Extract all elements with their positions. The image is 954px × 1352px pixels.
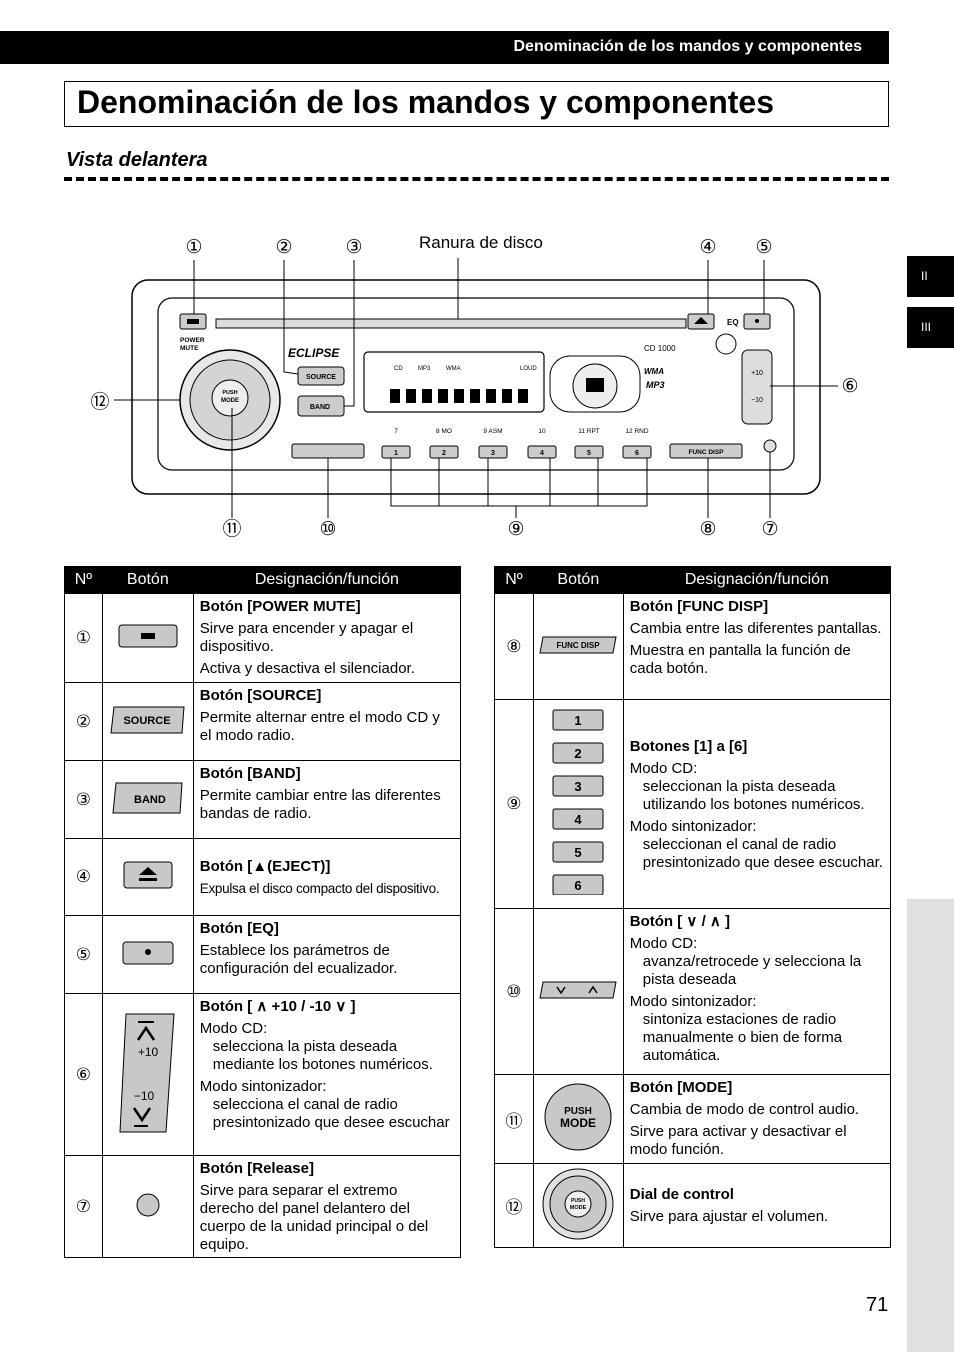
svg-text:FUNC DISP: FUNC DISP — [557, 641, 601, 650]
svg-text:MODE: MODE — [560, 1116, 596, 1130]
callout-1: ① — [185, 237, 202, 258]
svg-text:MODE: MODE — [570, 1205, 587, 1211]
svg-text:6: 6 — [575, 878, 582, 893]
callout-4: ④ — [699, 237, 716, 258]
svg-text:12 RND: 12 RND — [625, 428, 648, 435]
svg-text:1: 1 — [394, 450, 398, 457]
header-desc: Designación/función — [622, 566, 892, 594]
svg-text:SOURCE: SOURCE — [306, 374, 336, 381]
source-button-icon: SOURCE — [110, 706, 185, 733]
svg-text:MODE: MODE — [221, 398, 239, 404]
table-row: ① Botón [POWER MUTE]Sirve para encender … — [64, 593, 462, 683]
svg-text:5: 5 — [575, 845, 582, 860]
left-spec-table: Nº Botón Designación/función ① Botón [PO… — [64, 566, 462, 1258]
svg-text:WMA: WMA — [644, 367, 664, 376]
svg-text:+10: +10 — [751, 370, 763, 377]
table-row: ⑤ Botón [EQ]Establece los parámetros de … — [64, 915, 462, 994]
svg-text:9 ASM: 9 ASM — [483, 428, 502, 435]
svg-text:BAND: BAND — [134, 794, 166, 806]
svg-text:PUSH: PUSH — [222, 390, 237, 396]
disc-slot-label: Ranura de disco — [419, 233, 543, 252]
seek-button-icon — [539, 981, 617, 998]
svg-text:WMA: WMA — [446, 366, 461, 372]
preset-buttons-icon: 1 2 3 4 5 6 — [552, 709, 604, 896]
svg-text:POWER: POWER — [180, 337, 205, 344]
svg-text:EQ: EQ — [727, 318, 739, 327]
right-spec-table: Nº Botón Designación/función ⑧ FUNC DISP… — [494, 566, 892, 1248]
svg-text:LOUD: LOUD — [520, 366, 537, 372]
callout-6: ⑥ — [841, 376, 858, 397]
svg-text:+10: +10 — [138, 1045, 159, 1059]
side-margin-bar — [907, 899, 954, 1352]
header-num: Nº — [64, 566, 103, 594]
svg-text:8 MO: 8 MO — [436, 428, 452, 435]
callout-12: ⑫ — [90, 391, 109, 413]
svg-text:SOURCE: SOURCE — [123, 715, 170, 727]
svg-text:BAND: BAND — [310, 404, 330, 411]
svg-text:MP3: MP3 — [418, 366, 431, 372]
table-row: ④ Botón [▲(EJECT)]Expulsa el disco compa… — [64, 838, 462, 916]
side-tab-ii[interactable]: II — [907, 256, 954, 297]
header-num: Nº — [494, 566, 534, 594]
svg-text:CD 1000: CD 1000 — [644, 344, 676, 353]
svg-text:2: 2 — [575, 746, 582, 761]
callout-7: ⑦ — [761, 519, 778, 540]
callout-2: ② — [275, 237, 292, 258]
callout-10: ⑩ — [319, 519, 336, 540]
func-disp-button-icon: FUNC DISP — [539, 636, 617, 653]
svg-text:ECLIPSE: ECLIPSE — [288, 346, 340, 360]
release-button-icon — [136, 1193, 160, 1216]
table-row: ③ BAND Botón [BAND]Permite cambiar entre… — [64, 760, 462, 839]
table-row: ⑩ Botón [ ∨ / ∧ ]Modo CD:avanza/retroced… — [494, 908, 892, 1075]
plus-minus-10-rocker-icon: +10 −10 — [119, 1013, 175, 1132]
svg-text:5: 5 — [587, 450, 591, 457]
svg-text:MUTE: MUTE — [180, 345, 199, 352]
page-title: Denominación de los mandos y componentes — [64, 81, 889, 127]
side-tab-iii[interactable]: III — [907, 307, 954, 348]
table-row: ⑦ Botón [Release]Sirve para separar el e… — [64, 1155, 462, 1258]
svg-text:−10: −10 — [134, 1089, 155, 1103]
callout-5: ⑤ — [755, 237, 772, 258]
table-row: ⑥ +10−10 Botón [ ∧ +10 / -10 ∨ ]Modo CD:… — [64, 993, 462, 1156]
callout-9: ⑨ — [507, 519, 524, 540]
svg-text:CD: CD — [394, 366, 403, 372]
svg-text:4: 4 — [575, 812, 583, 827]
page-number: 71 — [866, 1294, 889, 1316]
svg-text:PUSH: PUSH — [571, 1198, 585, 1204]
svg-text:MP3: MP3 — [646, 380, 665, 390]
callout-3: ③ — [345, 237, 362, 258]
svg-text:7: 7 — [394, 428, 398, 435]
svg-text:11 RPT: 11 RPT — [578, 428, 600, 435]
running-header: Denominación de los mandos y componentes — [0, 31, 889, 64]
svg-text:3: 3 — [491, 450, 495, 457]
dashed-divider — [64, 177, 889, 181]
svg-text:FUNC DISP: FUNC DISP — [688, 449, 724, 456]
callout-8: ⑧ — [699, 519, 716, 540]
svg-text:2: 2 — [442, 450, 446, 457]
header-desc: Designación/función — [192, 566, 462, 594]
table-row: ⑧ FUNC DISP Botón [FUNC DISP]Cambia entr… — [494, 593, 892, 700]
table-row: ② SOURCE Botón [SOURCE]Permite alternar … — [64, 682, 462, 761]
power-mute-button-icon — [118, 624, 178, 648]
svg-text:10: 10 — [538, 428, 546, 435]
svg-text:PUSH: PUSH — [564, 1106, 592, 1117]
header-button: Botón — [532, 566, 624, 594]
eq-button-icon — [122, 941, 174, 964]
svg-text:−10: −10 — [751, 397, 763, 404]
svg-text:1: 1 — [575, 713, 582, 728]
svg-text:3: 3 — [575, 779, 582, 794]
svg-text:4: 4 — [540, 450, 544, 457]
svg-text:6: 6 — [635, 450, 639, 457]
eject-button-icon — [123, 861, 173, 889]
callout-11: ⑪ — [222, 518, 241, 540]
band-button-icon: BAND — [112, 782, 183, 813]
header-button: Botón — [101, 566, 194, 594]
section-subtitle: Vista delantera — [66, 149, 208, 171]
front-panel-diagram: ① ② ③ ④ ⑤ ⑥ ⑦ ⑧ ⑨ ⑩ ⑪ ⑫ Ranura de disco … — [90, 233, 858, 540]
